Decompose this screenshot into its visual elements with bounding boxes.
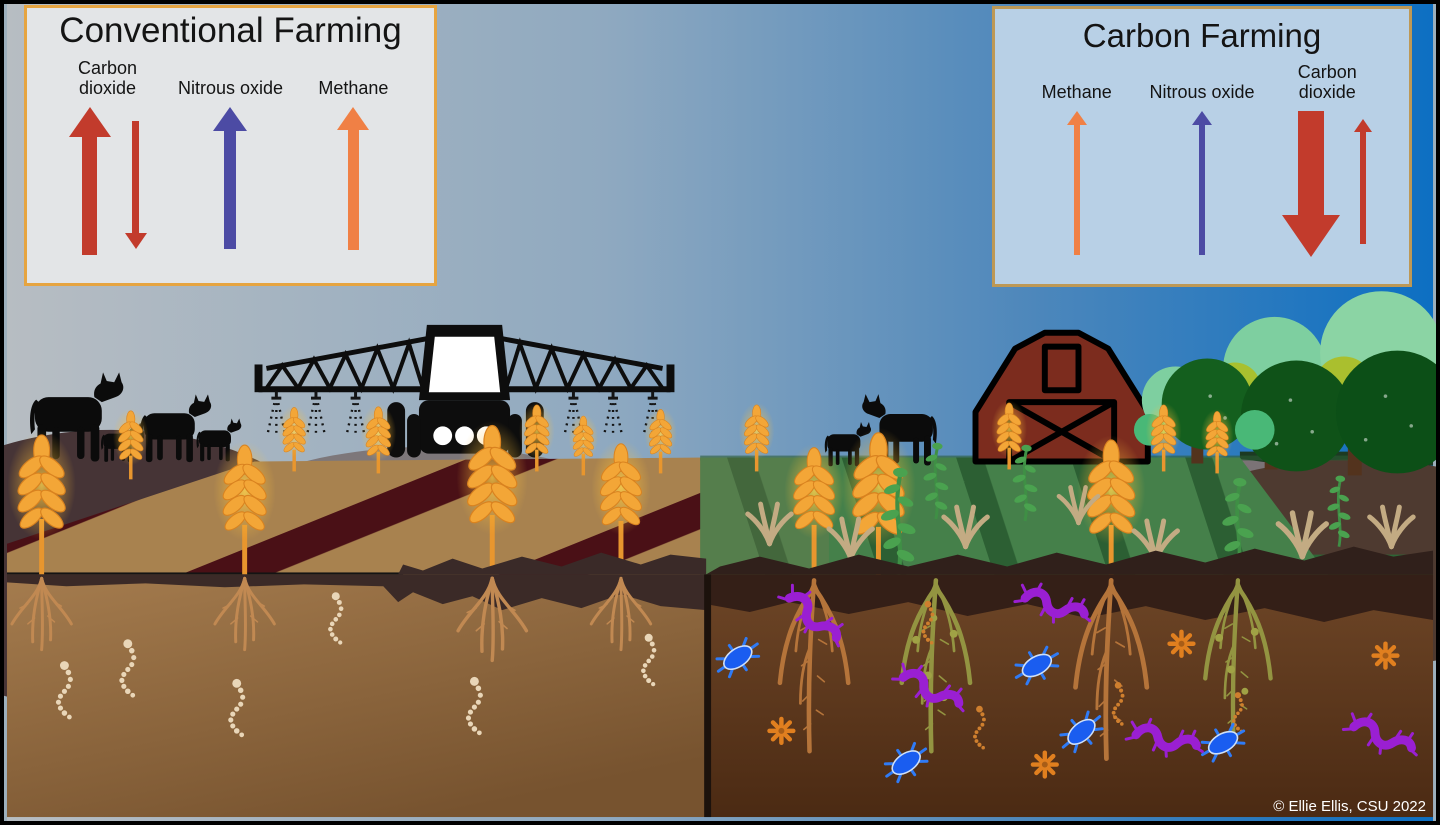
orange-microbe-icon <box>770 719 794 743</box>
wheat-icon <box>568 413 599 462</box>
gas-arrows <box>1066 111 1087 255</box>
gas-label: Methane <box>318 78 389 99</box>
orange-microbe-icon <box>1374 644 1398 668</box>
wheat-icon <box>360 404 397 462</box>
gas-arrows <box>1282 111 1373 257</box>
gas-carbon-dioxide: Carbon dioxide <box>1266 57 1389 257</box>
conventional-farming-panel: Conventional Farming Carbon dioxide Nitr… <box>24 5 437 286</box>
conventional-field <box>6 457 707 577</box>
orange-microbe-icon <box>1033 753 1057 777</box>
gas-label: Methane <box>1041 82 1112 103</box>
gas-label: Carbon dioxide <box>78 58 138 99</box>
topsoil-conventional <box>6 574 707 611</box>
wheat-icon <box>455 420 529 536</box>
root-nodules <box>1215 627 1259 695</box>
gas-legend-carbon: Methane Nitrous oxide Carbon dioxide <box>995 55 1409 257</box>
up-arrow-icon <box>1066 111 1087 255</box>
sprayer-tractor <box>255 324 675 458</box>
crops <box>6 400 1413 575</box>
gas-label: Nitrous oxide <box>177 78 284 99</box>
up-arrow-icon <box>1354 119 1373 244</box>
wheat-icon <box>277 404 311 458</box>
trees <box>1133 291 1436 476</box>
gas-label: Carbon dioxide <box>1297 62 1357 103</box>
topsoil-ragged-left <box>398 552 707 575</box>
down-arrow-icon <box>1282 111 1341 257</box>
sprayer-window <box>428 336 501 393</box>
wheat-icon <box>112 408 149 466</box>
up-arrow-icon <box>213 107 248 249</box>
wheat-icon <box>738 402 775 460</box>
gas-label: Nitrous oxide <box>1149 82 1255 103</box>
wheat-icon <box>783 443 845 540</box>
wheat-icon <box>6 429 77 541</box>
orange-microbe-icon <box>1170 632 1194 656</box>
up-arrow-icon <box>68 107 111 255</box>
topsoil-ragged-right <box>706 546 1434 575</box>
panel-title-carbon: Carbon Farming <box>1082 17 1322 54</box>
down-arrow-icon <box>124 121 147 249</box>
carbon-farming-panel: Carbon Farming Methane Nitrous oxide Car… <box>992 6 1412 287</box>
up-arrow-icon <box>337 107 370 250</box>
wheat-icon <box>1145 402 1182 460</box>
gas-legend-conventional: Carbon dioxide Nitrous oxide Methane <box>27 51 434 255</box>
wheat-icon <box>1200 408 1234 462</box>
gas-arrows <box>337 107 370 250</box>
up-arrow-icon <box>1192 111 1212 255</box>
wheat-icon <box>643 406 678 460</box>
wheat-icon <box>212 440 277 542</box>
gas-methane: Methane <box>293 53 414 255</box>
wheat-icon <box>518 402 555 460</box>
credit-text: © Ellie Ellis, CSU 2022 <box>1273 798 1426 815</box>
gas-methane: Methane <box>1015 57 1138 257</box>
gas-nitrous-oxide: Nitrous oxide <box>1140 57 1263 257</box>
gas-arrows <box>68 107 147 255</box>
gas-carbon-dioxide: Carbon dioxide <box>47 53 168 255</box>
barn-window <box>1041 343 1082 394</box>
gas-nitrous-oxide: Nitrous oxide <box>170 53 291 255</box>
gas-arrows <box>213 107 248 249</box>
soil-divider <box>704 574 712 818</box>
ground-line <box>6 572 404 576</box>
wheat-icon <box>590 439 652 536</box>
soil-conventional <box>6 574 707 818</box>
gas-arrows <box>1192 111 1212 255</box>
panel-title-conventional: Conventional Farming <box>59 11 402 50</box>
